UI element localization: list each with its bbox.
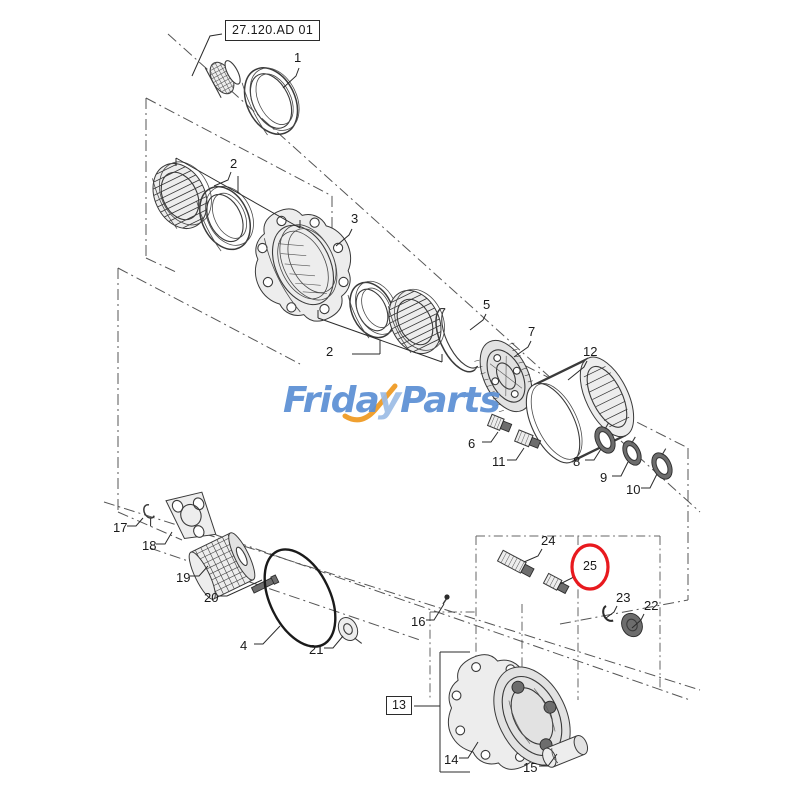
part-8-snap-ring — [594, 422, 616, 454]
part-15-sleeve — [542, 734, 589, 768]
part-5-snap-ring — [435, 307, 479, 373]
construction-frame-bottom-right — [429, 535, 661, 716]
part-10-snap-ring — [651, 448, 673, 480]
part-label-4[interactable]: 4 — [240, 638, 248, 653]
part-6-bolt — [486, 413, 513, 433]
part-2-tapered-roller-bearing-inner — [347, 280, 448, 356]
part-label-8[interactable]: 8 — [573, 454, 581, 469]
part-label-24[interactable]: 24 — [541, 533, 556, 548]
part-label-2-upper[interactable]: 2 — [230, 156, 238, 171]
part-19-pinion-gear — [188, 532, 256, 600]
part-label-14[interactable]: 14 — [444, 752, 459, 767]
part-label-22[interactable]: 22 — [644, 598, 659, 613]
part-label-6[interactable]: 6 — [468, 436, 476, 451]
highlight-ellipse-25 — [570, 543, 610, 591]
part-label-15[interactable]: 15 — [523, 760, 538, 775]
part-4-o-ring — [263, 548, 337, 648]
part-11-bolt — [513, 429, 542, 449]
part-label-25-highlighted[interactable]: 25 — [583, 559, 597, 573]
part-24-bolt — [496, 549, 535, 578]
part-label-19[interactable]: 19 — [176, 570, 191, 585]
callout-reference-box[interactable]: 27.120.AD 01 — [225, 20, 321, 41]
part-label-20[interactable]: 20 — [204, 590, 219, 605]
part-18-flange-plate — [165, 491, 217, 540]
part-25-bolt-highlighted — [542, 572, 570, 595]
part-label-5[interactable]: 5 — [483, 297, 491, 312]
part-21-washer — [337, 617, 363, 644]
part-23-retaining-clip — [602, 605, 614, 622]
part-label-17[interactable]: 17 — [113, 520, 128, 535]
part-label-18[interactable]: 18 — [142, 538, 157, 553]
part-label-16[interactable]: 16 — [411, 614, 426, 629]
part-label-7[interactable]: 7 — [528, 324, 536, 339]
part-label-1[interactable]: 1 — [294, 50, 302, 65]
part-16-dowel-pin — [442, 594, 450, 605]
part-22-plug — [621, 612, 643, 638]
part-label-3[interactable]: 3 — [351, 211, 359, 226]
part-label-11[interactable]: 11 — [492, 454, 506, 469]
part-2-tapered-roller-bearing-outer — [146, 158, 254, 252]
boxed-part-number-13[interactable]: 13 — [386, 696, 412, 715]
part-9-snap-ring — [622, 436, 642, 466]
part-7-ring-gear — [474, 340, 539, 412]
boxed-13-bracket — [414, 651, 470, 773]
part-label-21[interactable]: 21 — [309, 642, 324, 657]
part-3-wheel-hub — [254, 208, 352, 322]
construction-frame-right — [505, 355, 689, 625]
part-1-seal-ring — [204, 58, 300, 136]
part-label-2-lower[interactable]: 2 — [326, 344, 334, 359]
part-label-23[interactable]: 23 — [616, 590, 631, 605]
construction-frame-left — [117, 267, 301, 541]
bracket-leader-group-2-upper — [175, 157, 301, 229]
part-label-10[interactable]: 10 — [626, 482, 641, 497]
part-17-clip — [143, 503, 155, 527]
bracket-leader-group-2-lower — [317, 310, 443, 363]
part-label-9[interactable]: 9 — [600, 470, 608, 485]
part-label-12[interactable]: 12 — [583, 344, 598, 359]
